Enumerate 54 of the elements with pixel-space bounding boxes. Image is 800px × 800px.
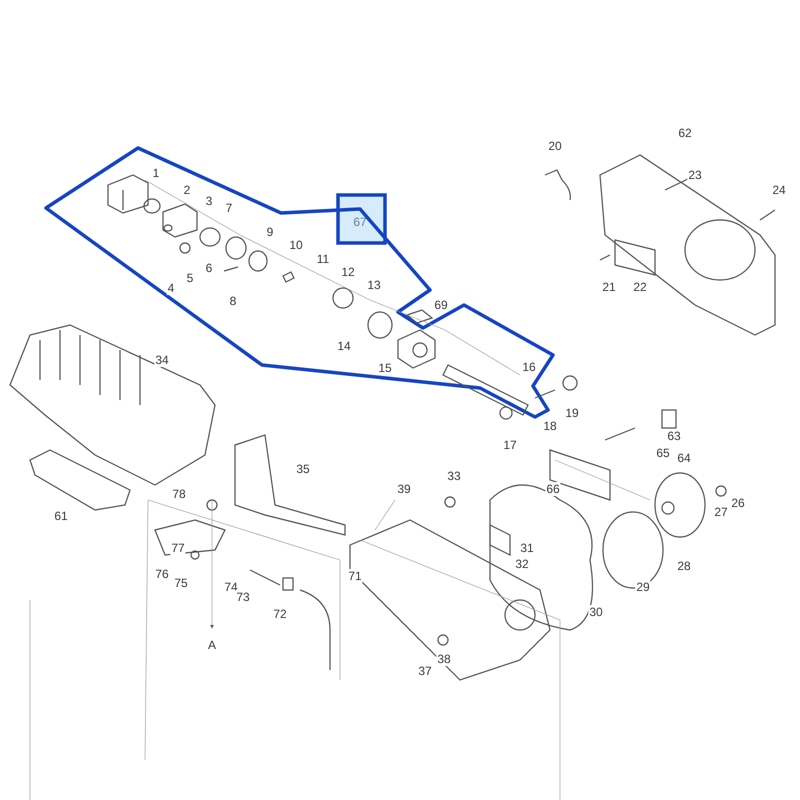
callout-number: 78 [171,487,187,501]
callout-number: 31 [519,541,535,555]
callout-number: 26 [730,496,746,510]
callout-number: 11 [316,252,330,266]
callout-number: 4 [166,281,176,295]
callout-number: 72 [272,607,288,621]
callout-number: 29 [635,580,651,594]
callout-number: 71 [347,569,363,583]
callout-number: 6 [204,261,214,275]
callout-number: 27 [713,505,729,519]
callout-number: 5 [186,271,194,285]
callout-number: 37 [417,664,433,678]
callout-number: 24 [771,183,787,197]
callout-number: 9 [266,225,274,239]
callout-number: 17 [502,438,518,452]
callout-number: 8 [228,294,238,308]
callout-number: 30 [588,605,604,619]
callout-number: 35 [295,462,311,476]
callout-number: 62 [677,126,693,140]
callout-number: 2 [182,183,192,197]
callout-number: 77 [170,541,186,555]
callout-number: 10 [288,238,304,252]
callout-number: 33 [446,469,462,483]
callout-number: 3 [204,194,214,208]
callout-number: 76 [154,567,170,581]
callout-number: 61 [53,509,69,523]
callout-number: 12 [340,265,356,279]
callout-number: 38 [436,652,452,666]
callout-number: 19 [564,406,580,420]
callout-number: 15 [377,361,393,375]
callout-number: 14 [336,339,352,353]
callout-number: 74 [223,580,239,594]
callout-number: 1 [152,166,160,180]
callout-number: 22 [632,280,648,294]
callout-number: 32 [514,557,530,571]
callout-number: 69 [433,298,449,312]
callout-number: 7 [224,201,234,215]
callout-number: 34 [154,353,170,367]
callout-number: 66 [545,482,561,496]
callout-number: 18 [542,419,558,433]
callout-number: 23 [687,168,703,182]
callout-number: 21 [601,280,617,294]
callout-number: 13 [366,278,382,292]
callout-number: 75 [173,576,189,590]
callout-number: 39 [396,482,412,496]
callout-number: 65 [655,446,671,460]
callout-number: 64 [676,451,692,465]
callout-number: A [207,638,217,652]
callout-number: 28 [676,559,692,573]
callout-number: 20 [547,139,563,153]
callout-number: 67 [352,215,368,229]
callout-number: 73 [235,590,251,604]
callout-number: 63 [666,429,682,443]
callout-number: 16 [521,360,537,374]
